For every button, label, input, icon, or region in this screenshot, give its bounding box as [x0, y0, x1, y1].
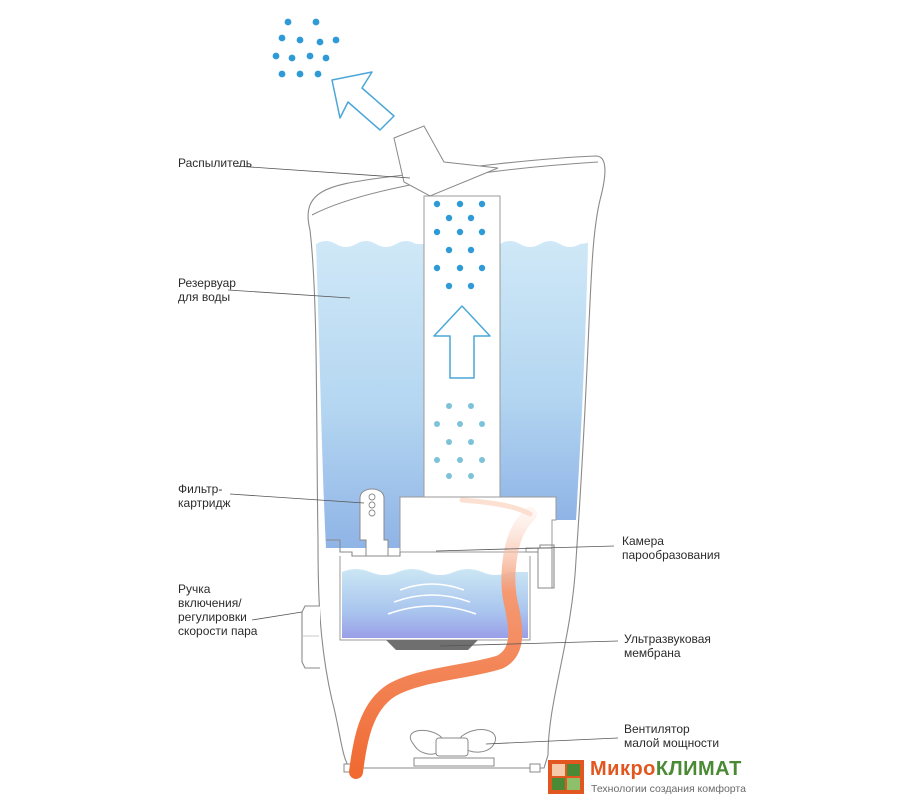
- droplet-dot: [446, 439, 452, 445]
- chamber-box: [399, 496, 557, 553]
- droplet-dot: [314, 70, 322, 78]
- droplet-dot: [468, 439, 474, 445]
- column-arrow: [433, 305, 491, 379]
- ultrasonic-waves: [387, 583, 477, 615]
- droplet-dot: [284, 18, 292, 26]
- droplet-dot: [312, 18, 320, 26]
- droplet-dot: [478, 200, 486, 208]
- droplet-dot: [433, 200, 441, 208]
- fan-shape: [409, 729, 497, 767]
- droplet-dot: [433, 264, 441, 272]
- label-filter: Фильтр- картридж: [178, 482, 231, 510]
- logo-name: МикроКЛИМАТ: [590, 758, 742, 780]
- droplet-dot: [306, 52, 314, 60]
- side-handle: [537, 547, 553, 589]
- filter-cartridge: [359, 488, 389, 557]
- droplet-dot: [467, 246, 475, 254]
- droplet-dot: [457, 457, 463, 463]
- label-membrane: Ультразвуковая мембрана: [624, 632, 711, 660]
- droplet-dot: [479, 457, 485, 463]
- knob-shape: [301, 605, 320, 669]
- droplet-dot: [456, 228, 464, 236]
- droplet-dot: [445, 246, 453, 254]
- droplet-dot: [446, 403, 452, 409]
- droplet-dot: [457, 421, 463, 427]
- label-chamber: Камера парообразования: [622, 534, 721, 562]
- droplet-dot: [433, 228, 441, 236]
- logo-mark-icon: [548, 760, 584, 794]
- label-sprayer: Распылитель: [178, 156, 252, 170]
- droplet-dot: [445, 214, 453, 222]
- membrane-shape: [386, 640, 478, 650]
- droplet-dot: [278, 70, 286, 78]
- label-knob: Ручка включения/ регулировки скорости па…: [178, 582, 258, 638]
- droplet-dot: [478, 264, 486, 272]
- reservoir-water-left: [316, 241, 424, 548]
- logo-tagline: Технологии создания комфорта: [591, 783, 746, 795]
- droplet-dot: [467, 282, 475, 290]
- droplet-dot: [288, 54, 296, 62]
- droplet-dot: [278, 34, 286, 42]
- droplet-dot: [296, 70, 304, 78]
- droplet-dot: [467, 214, 475, 222]
- airflow-stream: [349, 507, 537, 779]
- outlet-arrow: [331, 71, 395, 131]
- droplet-dot: [322, 54, 330, 62]
- reservoir-water-right: [500, 241, 588, 520]
- droplet-dot: [272, 52, 280, 60]
- droplet-dot: [456, 200, 464, 208]
- droplet-dot: [468, 473, 474, 479]
- droplet-dot: [478, 228, 486, 236]
- droplet-dot: [446, 473, 452, 479]
- droplet-dot: [332, 36, 340, 44]
- droplet-dot: [468, 403, 474, 409]
- leader-lines: [227, 165, 619, 745]
- brand-logo: МикроКЛИМАТ Технологии создания комфорта: [548, 758, 746, 798]
- bowl-water: [342, 569, 528, 638]
- droplet-dot: [456, 264, 464, 272]
- droplets: [272, 18, 486, 479]
- droplet-dot: [296, 36, 304, 44]
- label-reservoir: Резервуар для воды: [178, 276, 236, 304]
- label-fan: Вентилятор малой мощности: [624, 722, 720, 750]
- foot-right: [529, 763, 541, 773]
- droplet-dot: [479, 421, 485, 427]
- droplet-dot: [434, 421, 440, 427]
- sprayer-nozzle: [393, 125, 499, 197]
- droplet-dot: [434, 457, 440, 463]
- airflow-stream-top: [459, 497, 533, 517]
- droplet-dot: [445, 282, 453, 290]
- droplet-dot: [316, 38, 324, 46]
